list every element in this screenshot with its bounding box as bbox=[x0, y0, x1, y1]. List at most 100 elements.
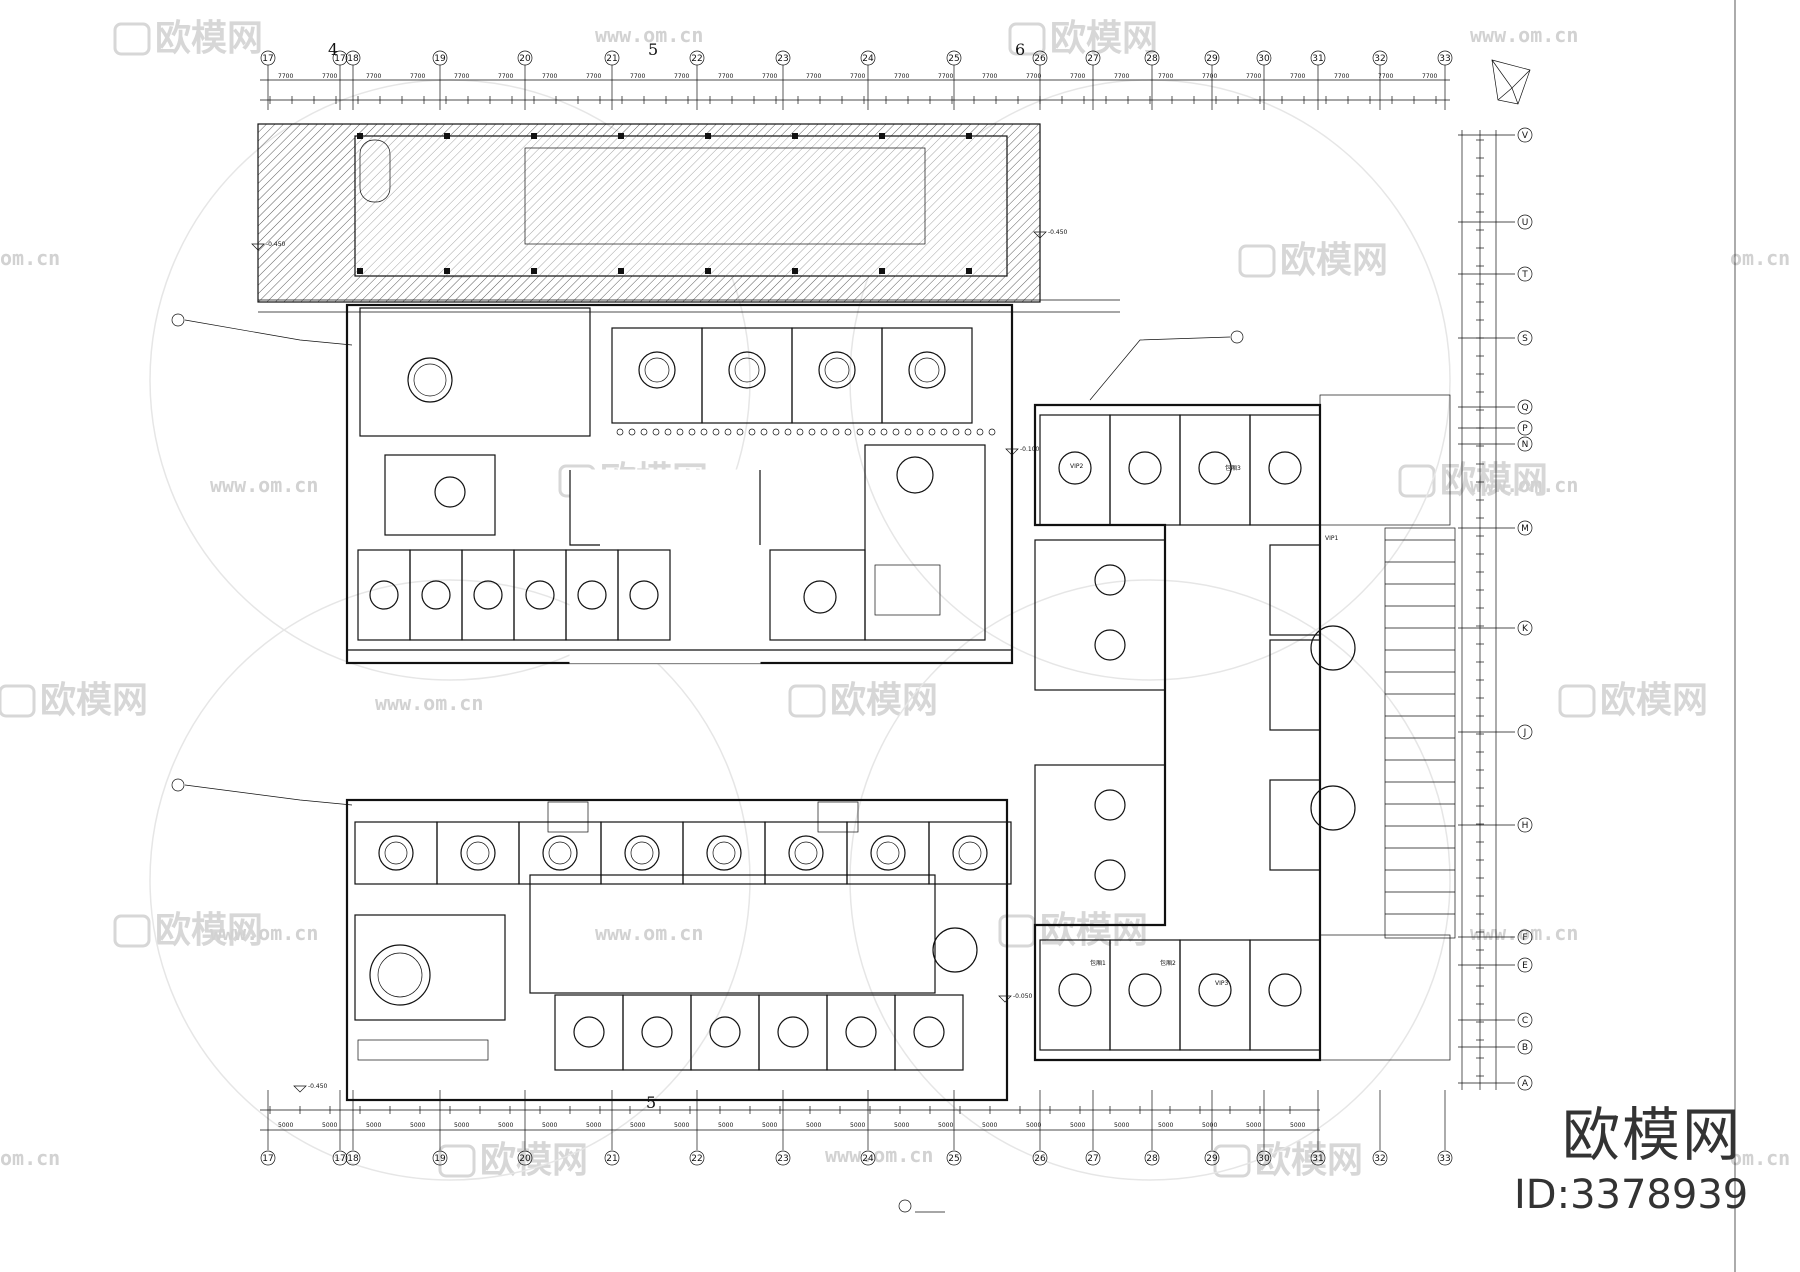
axis-bubble bbox=[1517, 957, 1533, 973]
axis-bubble bbox=[432, 50, 448, 66]
planter bbox=[928, 428, 936, 436]
axis-bubble bbox=[1372, 50, 1388, 66]
axis-label: 18 bbox=[347, 1154, 359, 1164]
axis-bubble bbox=[1144, 1150, 1160, 1166]
dimension-text: 5000 bbox=[718, 1122, 733, 1129]
axis-label: H bbox=[1522, 821, 1529, 831]
axis-label: 27 bbox=[1087, 54, 1098, 64]
axis-label: 22 bbox=[691, 1154, 702, 1164]
round-table bbox=[378, 835, 414, 871]
room-label: VIP3 bbox=[1215, 980, 1228, 987]
axis-bubble bbox=[1517, 724, 1533, 740]
dimension-text: 5000 bbox=[1202, 1122, 1217, 1129]
watermark-name: 欧模网 bbox=[1600, 680, 1708, 721]
callout-bubble bbox=[1230, 330, 1244, 344]
dimension-text: 7700 bbox=[1246, 73, 1261, 80]
axis-bubble bbox=[1144, 50, 1160, 66]
round-table bbox=[460, 835, 496, 871]
planter-strip bbox=[357, 1039, 489, 1061]
room-label: 包厢3 bbox=[1225, 464, 1241, 472]
planter bbox=[772, 428, 780, 436]
round-table bbox=[407, 357, 453, 403]
room-label: VIP1 bbox=[1325, 535, 1338, 542]
stair bbox=[817, 801, 859, 833]
dining-room bbox=[617, 549, 671, 641]
axis-bubble bbox=[260, 50, 276, 66]
axis-bubble bbox=[1517, 1012, 1533, 1028]
round-table-inner bbox=[630, 841, 654, 865]
dimension-text: 5000 bbox=[410, 1122, 425, 1129]
section-mark: 4 bbox=[328, 40, 338, 59]
axis-label: 17 bbox=[262, 54, 273, 64]
planter bbox=[640, 428, 648, 436]
dimension-text: 7700 bbox=[674, 73, 689, 80]
dining-room bbox=[354, 821, 438, 885]
dining-room bbox=[1109, 939, 1181, 1051]
round-table bbox=[709, 1016, 741, 1048]
watermark-url-fragment: om.cn bbox=[1730, 246, 1790, 270]
axis-label: 21 bbox=[606, 1154, 617, 1164]
banquet-room bbox=[359, 307, 591, 437]
watermark-url: www.om.cn bbox=[825, 1143, 933, 1167]
level-mark-text: -0.450 bbox=[308, 1083, 328, 1090]
axis-bubble bbox=[1256, 50, 1272, 66]
axis-label: 32 bbox=[1374, 54, 1385, 64]
axis-label: Q bbox=[1521, 403, 1528, 413]
dining-room bbox=[881, 327, 973, 424]
axis-bubble bbox=[1517, 214, 1533, 230]
watermark-name: 欧模网 bbox=[480, 1140, 588, 1181]
level-mark-text: -0.450 bbox=[266, 241, 286, 248]
axis-bubble bbox=[604, 50, 620, 66]
column bbox=[531, 268, 537, 274]
axis-label: 33 bbox=[1439, 54, 1450, 64]
round-table-inner bbox=[413, 363, 447, 397]
planter bbox=[808, 428, 816, 436]
sofa-set bbox=[874, 564, 941, 616]
planter bbox=[916, 428, 924, 436]
round-table bbox=[1058, 973, 1092, 1007]
dining-room bbox=[758, 994, 828, 1071]
watermark-url: www.om.cn bbox=[1470, 921, 1578, 945]
room-label: 包厢1 bbox=[1090, 959, 1106, 967]
axis-label: U bbox=[1522, 218, 1529, 228]
round-table bbox=[952, 835, 988, 871]
round-table-inner bbox=[644, 357, 670, 383]
dining-room bbox=[1039, 939, 1111, 1051]
axis-label: P bbox=[1522, 424, 1528, 434]
axis-bubble bbox=[332, 1150, 348, 1166]
dining-room bbox=[622, 994, 692, 1071]
round-table bbox=[1198, 451, 1232, 485]
axis-bubble bbox=[517, 1150, 533, 1166]
round-table bbox=[913, 1016, 945, 1048]
dimension-text: 7700 bbox=[1422, 73, 1437, 80]
axis-bubble bbox=[332, 50, 348, 66]
round-table bbox=[369, 580, 399, 610]
round-table bbox=[706, 835, 742, 871]
round-table bbox=[845, 1016, 877, 1048]
planter bbox=[616, 428, 624, 436]
axis-bubble bbox=[1517, 266, 1533, 282]
axis-bubble bbox=[1517, 330, 1533, 346]
north-arrow-icon bbox=[1491, 59, 1531, 105]
axis-label: 23 bbox=[777, 54, 788, 64]
courtyard-edge bbox=[569, 470, 761, 546]
axis-label: 32 bbox=[1374, 1154, 1385, 1164]
dining-room bbox=[1179, 939, 1251, 1051]
dining-room bbox=[409, 549, 463, 641]
planter bbox=[760, 428, 768, 436]
wing-right bbox=[1033, 403, 1322, 1062]
axis-label: J bbox=[1523, 728, 1527, 738]
round-table-inner bbox=[876, 841, 900, 865]
axis-bubble bbox=[517, 50, 533, 66]
planter bbox=[988, 428, 996, 436]
leader-line bbox=[184, 784, 353, 806]
dining-room bbox=[436, 821, 520, 885]
axis-bubble bbox=[775, 1150, 791, 1166]
axis-label: 24 bbox=[862, 1154, 874, 1164]
watermark-logo-icon bbox=[1238, 244, 1276, 278]
level-mark-icon bbox=[251, 243, 265, 251]
dimension-text: 5000 bbox=[762, 1122, 777, 1129]
watermark-logo-icon bbox=[438, 1144, 476, 1178]
column bbox=[357, 133, 363, 139]
